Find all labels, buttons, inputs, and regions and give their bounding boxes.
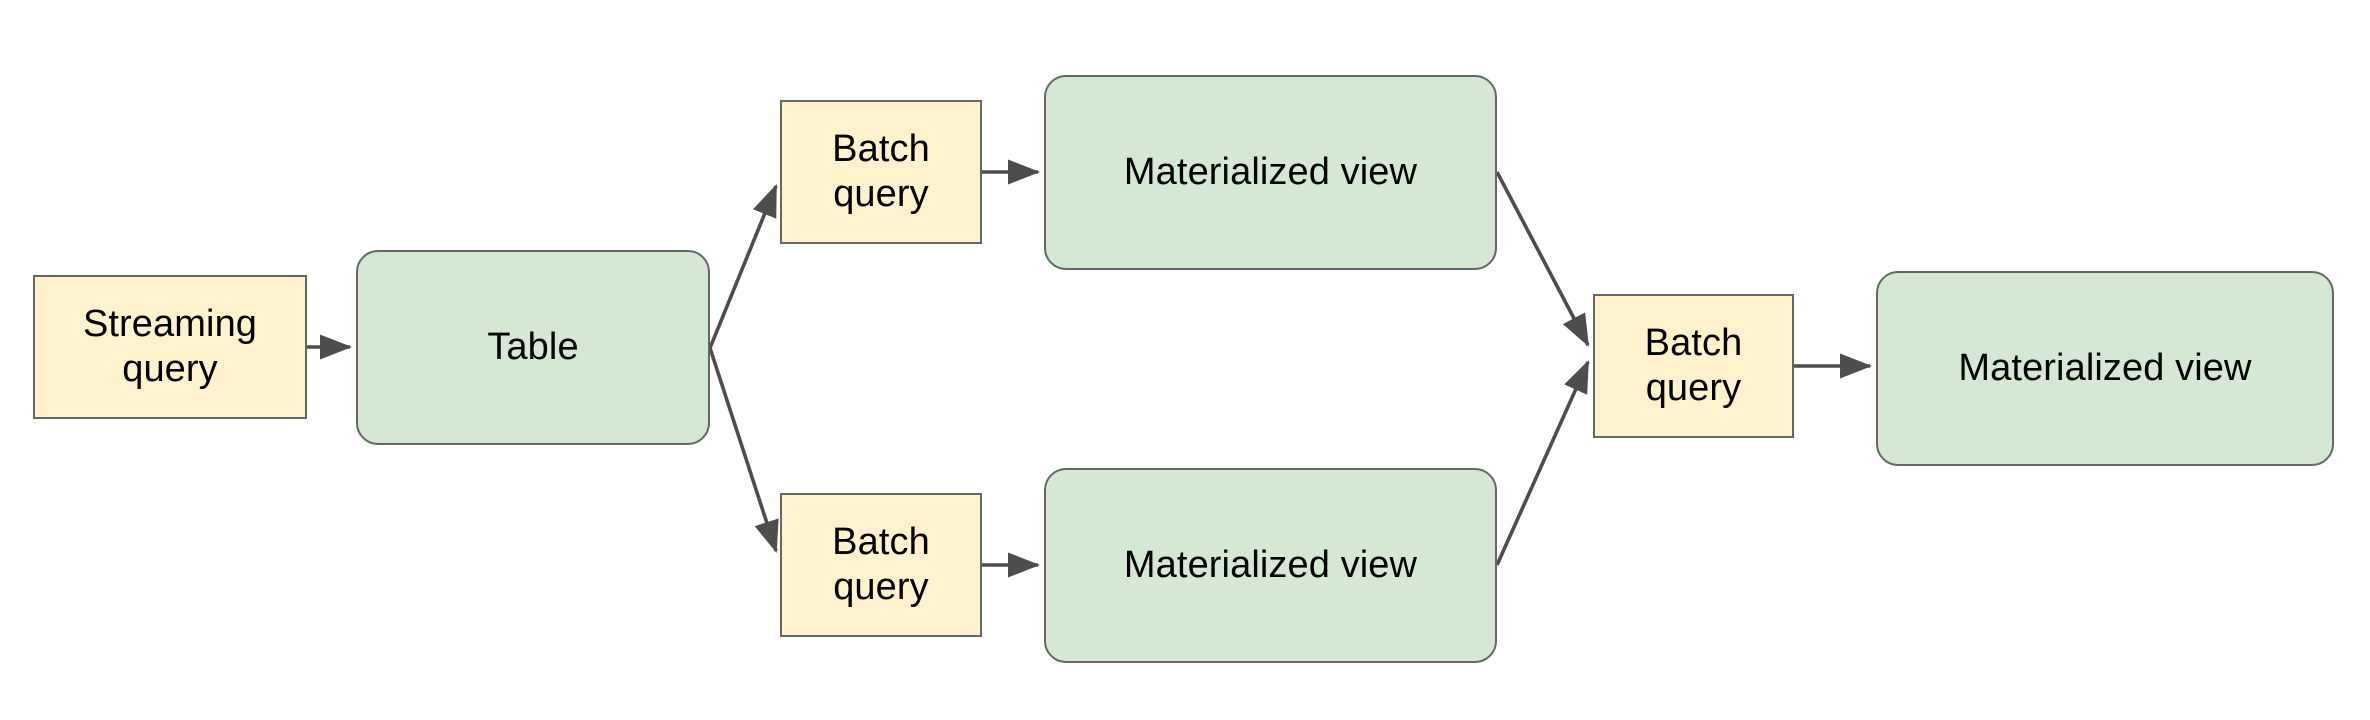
edge-materialized-view-top-to-batch-query-join <box>1495 171 1590 347</box>
node-materialized-view-top[interactable]: Materialized view <box>1044 75 1497 270</box>
node-materialized-view-bottom-label: Materialized view <box>1123 544 1418 587</box>
node-materialized-view-final-label: Materialized view <box>1958 347 2252 390</box>
node-batch-query-join[interactable]: Batch query <box>1593 294 1794 438</box>
node-table[interactable]: Table <box>356 250 710 445</box>
node-batch-query-join-label: Batch query <box>1644 322 1743 409</box>
node-batch-query-bottom-label: Batch query <box>832 521 930 608</box>
node-table-label: Table <box>487 326 579 369</box>
node-streaming-query-label: Streaming query <box>82 303 258 390</box>
node-materialized-view-final[interactable]: Materialized view <box>1876 271 2334 466</box>
node-streaming-query[interactable]: Streaming query <box>33 275 307 419</box>
node-batch-query-top-label: Batch query <box>832 128 930 215</box>
node-materialized-view-top-label: Materialized view <box>1123 151 1418 194</box>
edge-table-to-batch-query-bottom <box>708 347 779 554</box>
node-materialized-view-bottom[interactable]: Materialized view <box>1044 468 1497 663</box>
node-batch-query-bottom[interactable]: Batch query <box>780 493 982 637</box>
edge-materialized-view-bottom-to-batch-query-join <box>1495 360 1590 566</box>
node-batch-query-top[interactable]: Batch query <box>780 100 982 244</box>
edge-table-to-batch-query-top <box>708 183 778 349</box>
